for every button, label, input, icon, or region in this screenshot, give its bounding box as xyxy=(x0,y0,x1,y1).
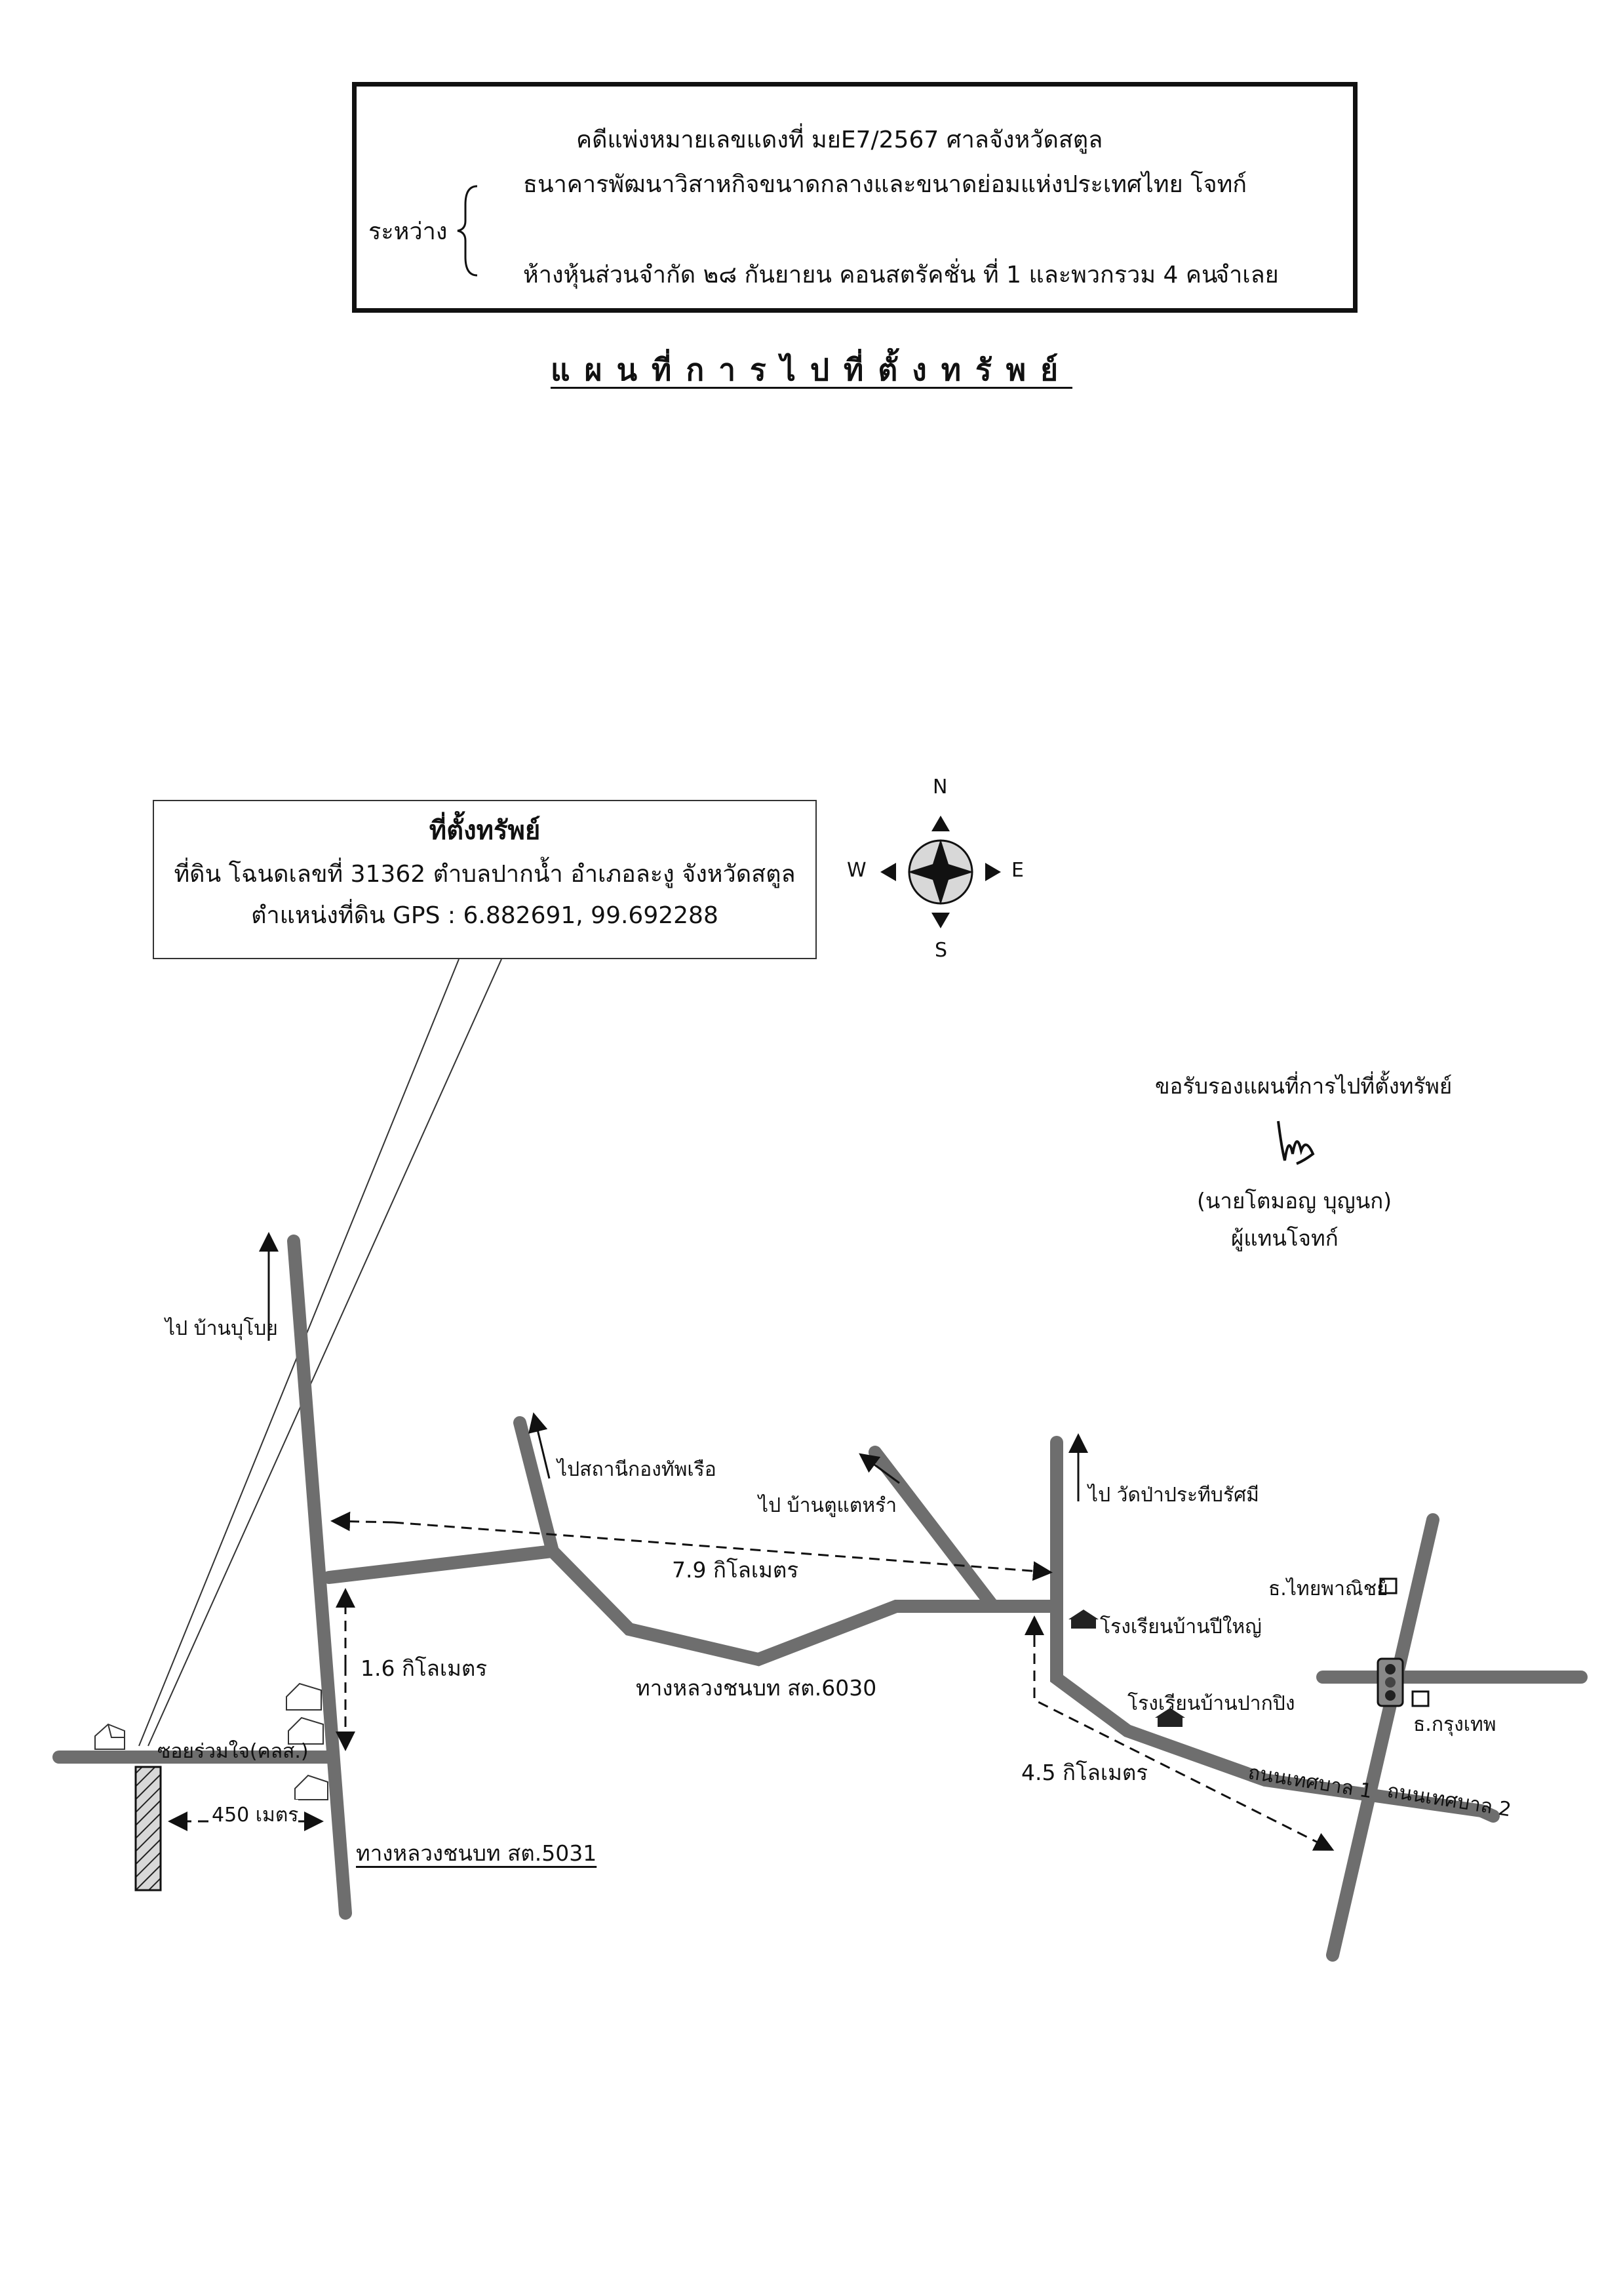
distance-arrow-7-9 xyxy=(393,1521,1053,1581)
label-distance-450: 450 เมตร xyxy=(212,1800,299,1831)
school-icon xyxy=(1158,1716,1183,1727)
house-icon xyxy=(94,1723,125,1750)
bank-icon-thai-panich xyxy=(1379,1577,1398,1594)
compass-w: W xyxy=(847,859,867,882)
callout-gps: ตำแหน่งที่ดิน GPS : 6.882691, 99.692288 xyxy=(251,902,718,929)
certification-text: ขอรับรองแผนที่การไปที่ตั้งทรัพย์ xyxy=(1155,1073,1453,1099)
plaintiff-name: ธนาคารพัฒนาวิสาหกิจขนาดกลางและขนาดย่อมแห… xyxy=(523,171,1247,198)
distance-arrow-4-5 xyxy=(1033,1619,1335,1851)
compass-s: S xyxy=(935,939,948,962)
road-to-naval-station xyxy=(513,1416,559,1558)
between-label: ระหว่าง xyxy=(368,218,448,245)
house-icon xyxy=(294,1774,328,1800)
distance-arrow-7-9 xyxy=(330,1511,394,1532)
case-header-box: คดีแพ่งหมายเลขแดงที่ มยE7/2567 ศาลจังหวั… xyxy=(352,82,1358,313)
bank-icon-krungthep xyxy=(1411,1690,1430,1707)
defendant-name: ห้างหุ้นส่วนจำกัด ๒๘ กันยายน คอนสตรัคชั่… xyxy=(523,262,1218,288)
property-callout: ที่ตั้งทรัพย์ ที่ดิน โฉนดเลขที่ 31362 ตำ… xyxy=(153,800,817,959)
compass-e: E xyxy=(1011,859,1024,882)
land-parcel xyxy=(134,1766,162,1891)
house-icon xyxy=(286,1682,322,1711)
certifier-role: ผู้แทนโจทก์ xyxy=(1231,1225,1339,1251)
signature xyxy=(1277,1120,1315,1165)
label-distance-7-9: 7.9 กิโลเมตร xyxy=(672,1557,799,1583)
road-tessaban-2 xyxy=(1475,1804,1500,1823)
compass-rose xyxy=(880,816,1001,928)
compass-n: N xyxy=(933,776,948,799)
school-roof xyxy=(1068,1610,1099,1619)
road-tessaban-1 xyxy=(1050,1436,1488,1817)
label-distance-4-5: 4.5 กิโลเมตร xyxy=(1021,1760,1148,1785)
certifier-name: (นายโตมอญ บุญนก) xyxy=(1197,1188,1392,1214)
road-5031 xyxy=(287,1235,352,1920)
label-road-6030: ทางหลวงชนบท สต.6030 xyxy=(636,1675,877,1701)
label-to-naval-station: ไปสถานีกองทัพเรือ xyxy=(557,1458,716,1481)
label-to-ban-buboi: ไป บ้านบุโบย xyxy=(165,1317,278,1340)
label-to-wat: ไป วัดป่าประทีบรัศมี xyxy=(1088,1484,1259,1507)
school-icon xyxy=(1071,1618,1096,1629)
defendant-role: จำเลย xyxy=(1215,262,1279,288)
arrow-to-naval-station xyxy=(528,1412,551,1479)
house-icon xyxy=(288,1716,324,1745)
label-distance-1-6: 1.6 กิโลเมตร xyxy=(361,1655,488,1681)
label-soi: ซอยร่วมใจ(คลส.) xyxy=(157,1740,309,1763)
case-number: คดีแพ่งหมายเลขแดงที่ มยE7/2567 ศาลจังหวั… xyxy=(576,127,1103,153)
label-school-pak-ping: โรงเรียนบ้านปากปิง xyxy=(1127,1692,1295,1715)
label-road-5031: ทางหลวงชนบท สต.5031 xyxy=(356,1840,597,1866)
road-6030 xyxy=(323,1544,1063,1667)
map-title: แผนที่การไปที่ตั้งทรัพย์ xyxy=(550,352,1073,387)
label-school-pi-yai: โรงเรียนบ้านปีใหญ่ xyxy=(1100,1615,1262,1638)
callout-pointer-line xyxy=(147,959,502,1747)
label-thai-panich: ธ.ไทยพาณิชย์ xyxy=(1268,1577,1388,1600)
school-roof xyxy=(1155,1708,1185,1718)
callout-heading: ที่ตั้งทรัพย์ xyxy=(429,816,541,846)
callout-description: ที่ดิน โฉนดเลขที่ 31362 ตำบลปากน้ำ อำเภอ… xyxy=(174,861,796,888)
label-krungthep: ธ.กรุงเทพ xyxy=(1413,1713,1496,1736)
road-to-ban-tu-tae-rum xyxy=(869,1446,1000,1613)
arrow-to-ban-tu-tae-rum xyxy=(859,1453,900,1484)
label-to-ban-tu-tae-rum: ไป บ้านตูแตหรำ xyxy=(758,1494,897,1517)
main-road xyxy=(1326,1513,1439,1962)
brace-icon xyxy=(457,185,478,277)
